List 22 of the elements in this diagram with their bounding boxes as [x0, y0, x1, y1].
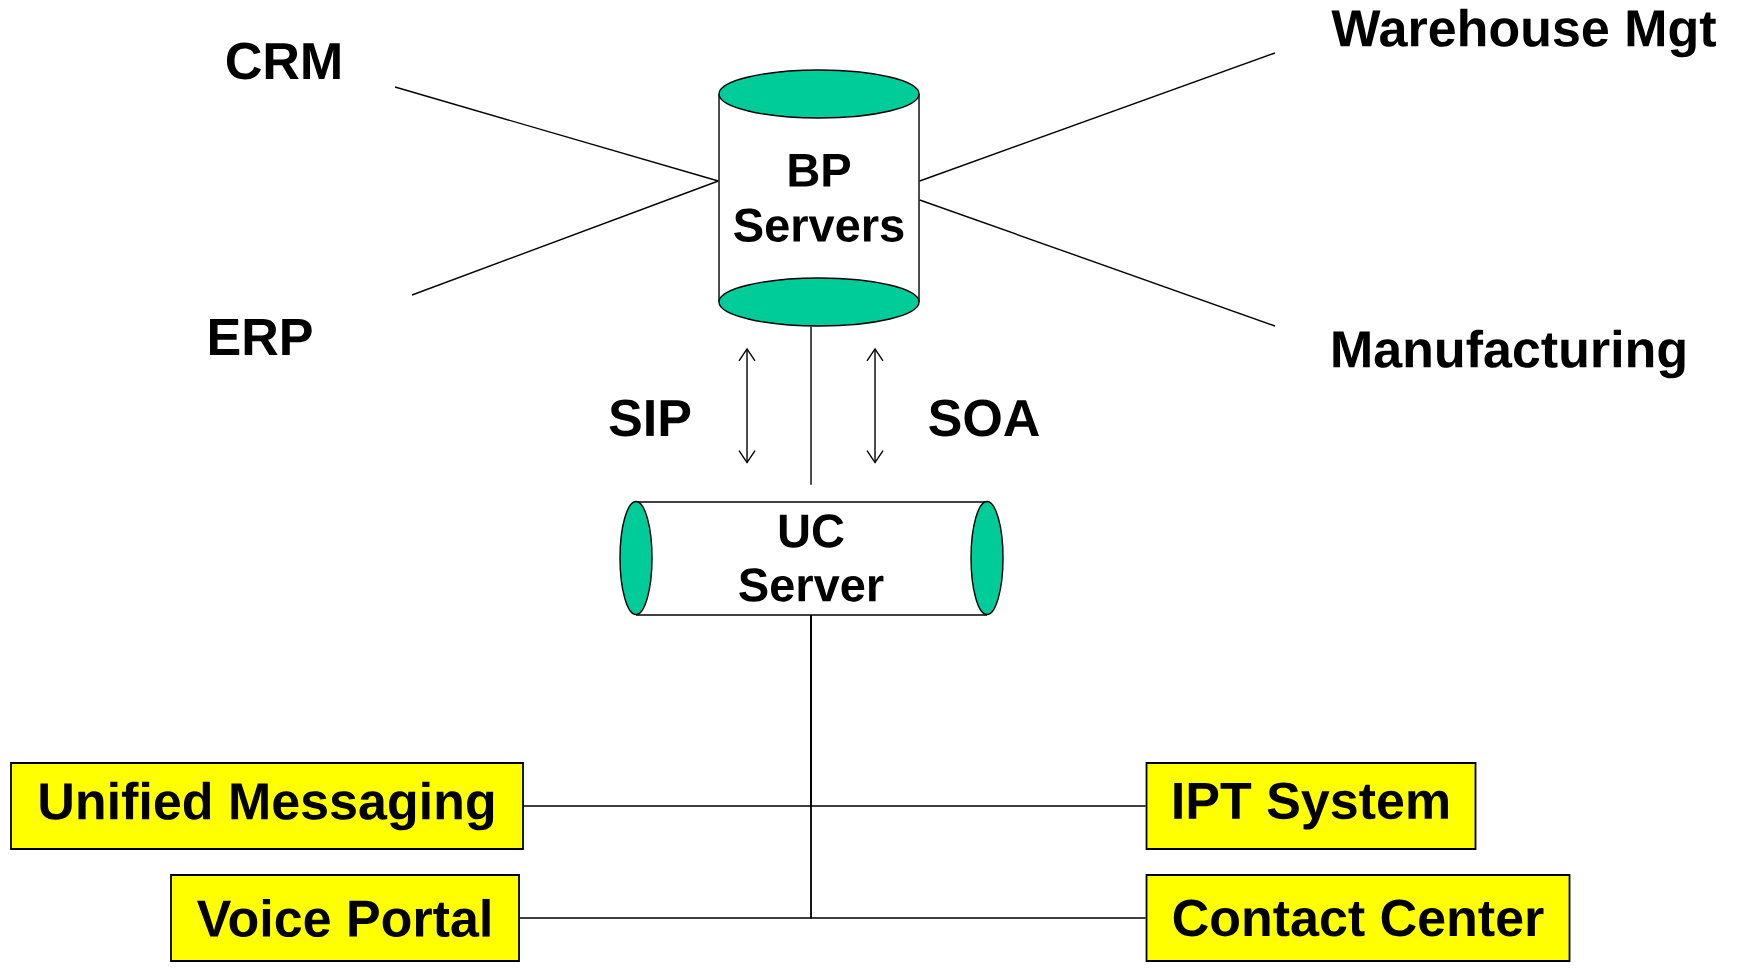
system-box: Voice Portal — [170, 874, 520, 962]
connector-line — [411, 180, 719, 296]
double-arrow — [738, 347, 756, 464]
node-label: BP Servers — [734, 154, 904, 242]
system-label: Manufacturing — [1333, 329, 1685, 379]
system-box: Contact Center — [1145, 874, 1571, 962]
server-cylinder: UC Server — [619, 500, 1004, 616]
system-box: Unified Messaging — [10, 762, 524, 850]
connector-line — [810, 614, 1147, 919]
edge-label: SIP — [606, 397, 694, 439]
system-label: Warehouse Mgt — [1331, 8, 1716, 58]
edge-label: SOA — [925, 397, 1043, 439]
connector-line — [394, 86, 719, 182]
system-box: IPT System — [1145, 762, 1477, 850]
node-label: UC Server — [739, 514, 884, 602]
double-arrow — [866, 347, 884, 464]
connector-line — [919, 199, 1276, 327]
system-label: CRM — [226, 42, 340, 80]
system-label: ERP — [210, 319, 312, 355]
server-cylinder: BP Servers — [718, 69, 920, 327]
connector-line — [919, 52, 1276, 182]
connector-line — [810, 326, 812, 486]
